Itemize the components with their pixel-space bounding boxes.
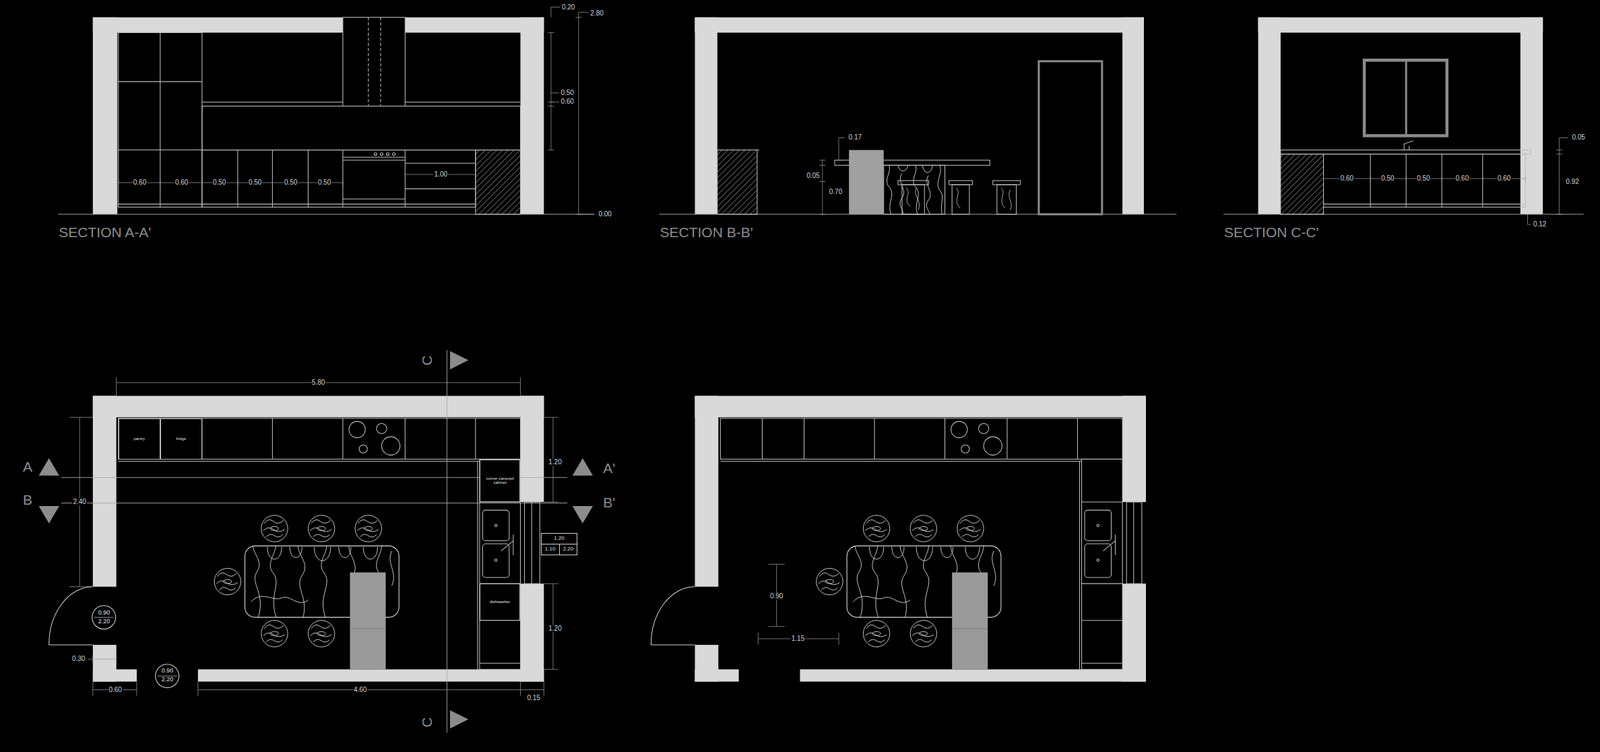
dimension-label: 0.20 (561, 4, 576, 11)
dimension-label: 0.05 (1571, 134, 1586, 141)
dimension-label: 0.60 (1339, 175, 1355, 182)
tag-circle (154, 663, 180, 688)
tag-text: 2.20 (559, 544, 578, 555)
dimension-label: 0.60 (559, 98, 574, 106)
tag-text: 1.10 (541, 544, 560, 555)
cabinet-box: dishwasher (479, 583, 521, 621)
node-content: 0.902.20 (98, 609, 111, 626)
cabinet-box: pantry (118, 418, 161, 460)
cabinet-box: fridge (160, 418, 203, 460)
section-marker: B (22, 491, 34, 506)
dimension-label: 0.17 (848, 134, 863, 141)
dimension-label: 0.60 (132, 179, 147, 186)
section-title: SECTION C-C' (1223, 224, 1320, 239)
node-content: pantry (133, 436, 145, 442)
tag-outline (155, 663, 180, 688)
dimension-label: 5.80 (311, 379, 326, 387)
cabinet-box: corner carousel cabinet (479, 459, 521, 503)
dimension-label: 4.60 (353, 686, 368, 694)
tag-text: 0.90 (161, 667, 174, 675)
dimension-label: 0.70 (828, 188, 843, 196)
text-row: dishwasher (489, 599, 510, 605)
dimension-label: 0.15 (526, 694, 541, 702)
dimension-label: 0.90 (769, 592, 784, 600)
section-marker: A (22, 459, 34, 474)
window-tag: 1.201.102.20 (540, 532, 579, 556)
tag-circle (91, 604, 116, 630)
text-row: 0.902.20 (161, 667, 174, 684)
dimension-label: 0.60 (1496, 175, 1512, 182)
section-title: SECTION B-B' (658, 224, 754, 239)
cabinet-label: fridge (175, 436, 186, 442)
tag-text: 2.20 (161, 676, 174, 684)
tag-text: 2.20 (98, 618, 111, 626)
node-content: 1.201.102.20 (541, 533, 578, 555)
section-marker: A' (602, 460, 616, 475)
dimension-label: 0.50 (1380, 175, 1395, 182)
section-marker: C (419, 354, 434, 366)
dimension-label: 0.92 (1564, 178, 1580, 186)
tag-outline (92, 605, 116, 630)
door-tag: 0.902.20 (154, 663, 180, 688)
section-marker: B' (602, 495, 616, 510)
node-content: corner carousel cabinet (481, 476, 519, 486)
tag-text: 1.20 (541, 533, 578, 544)
dimension-label: 0.60 (107, 686, 122, 694)
dimension-label: 0.60 (174, 179, 189, 186)
dimension-label: 0.60 (1455, 175, 1470, 182)
dimension-label: 0.00 (597, 210, 612, 218)
door-tag: 0.902.20 (91, 604, 116, 630)
tag-text: 0.90 (98, 609, 111, 617)
node-content: dishwasher (489, 599, 510, 605)
text-row: corner carousel cabinet (481, 476, 519, 486)
dimension-label: 0.30 (71, 655, 86, 663)
node-content: fridge (175, 436, 186, 442)
cabinet-label: dishwasher (489, 599, 510, 605)
section-title: SECTION A-A' (57, 224, 152, 239)
dimension-label: 0.50 (559, 89, 574, 97)
text-row: 0.902.20 (98, 609, 111, 626)
text-row: 1.102.20 (541, 543, 578, 555)
text-row: pantry (133, 436, 145, 442)
dimension-label: 0.05 (805, 172, 820, 180)
dimension-label: 1.00 (433, 171, 448, 178)
dimension-label: 1.15 (790, 635, 806, 643)
dimension-label: 0.50 (212, 179, 227, 186)
cabinet-label: corner carousel cabinet (481, 476, 519, 486)
dimension-label: 2.40 (72, 498, 87, 506)
dimension-label: 0.50 (317, 179, 332, 186)
dimension-label: 0.50 (1416, 175, 1431, 182)
text-row: 1.20 (541, 533, 578, 544)
dimension-label: 0.12 (1532, 220, 1547, 228)
text-row: fridge (175, 436, 186, 442)
dimension-label: 0.50 (283, 179, 298, 186)
dimension-label: 1.20 (547, 625, 562, 632)
section-marker: C (419, 716, 434, 729)
node-content: 0.902.20 (161, 667, 174, 684)
cabinet-label: pantry (133, 436, 145, 442)
dimension-label: 0.50 (247, 179, 263, 186)
tag-divider (94, 617, 114, 618)
dimension-label: 2.80 (589, 10, 604, 17)
dimension-label: 1.20 (547, 458, 562, 466)
tag-divider (157, 675, 178, 676)
